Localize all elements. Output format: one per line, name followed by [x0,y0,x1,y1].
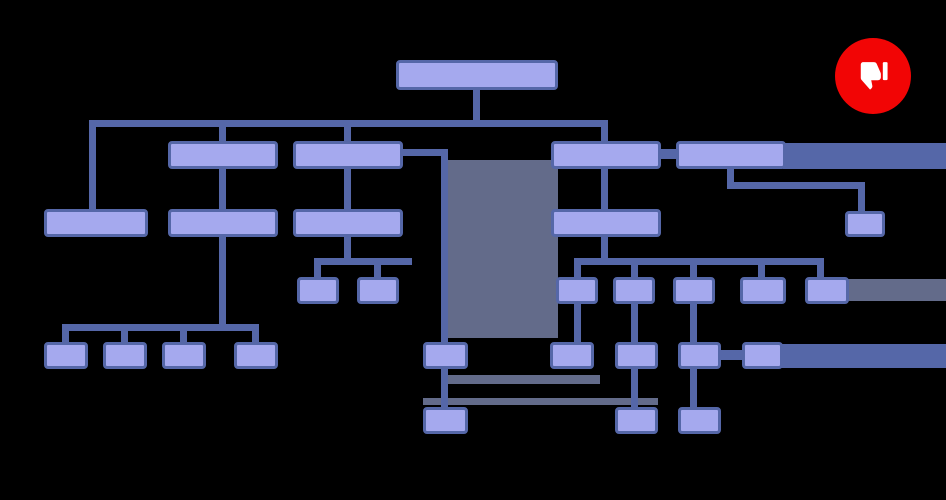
tree-node-n2c[interactable] [551,141,661,169]
tree-node-n4f[interactable] [740,277,786,304]
tree-node-n4b[interactable] [357,277,399,304]
connector-n3c-down [344,234,351,262]
connector-drop-n2b [344,120,351,144]
connector-n4e-down [690,301,697,345]
connector-root-stem [473,90,480,126]
connector-n4d-down [631,301,638,345]
tree-node-n2a[interactable] [168,141,278,169]
connector-n2b-down [344,166,351,212]
connector-n4c-down [574,301,581,345]
connector-drop-n4f [758,258,765,280]
tree-node-n3a[interactable] [44,209,148,237]
tree-node-n5e[interactable] [423,342,468,369]
tree-node-n4e[interactable] [673,277,715,304]
connector-n2b-right-drop [441,149,448,354]
tree-node-n5d[interactable] [234,342,278,369]
tree-node-n3d[interactable] [551,209,661,237]
overlay-bottom-bar [447,375,600,384]
connector-n3b-down [219,234,226,328]
tree-node-n4a[interactable] [297,277,339,304]
connector-n2d-bus [727,182,864,189]
tree-node-n4g[interactable] [805,277,849,304]
tree-node-root[interactable] [396,60,558,90]
tree-node-n5g[interactable] [615,342,658,369]
overlay-center [447,160,558,338]
connector-drop-n4b [374,258,381,280]
tree-node-n5c[interactable] [162,342,206,369]
connector-row5-left-bus [62,324,257,331]
connector-drop-n4d [631,258,638,280]
tree-node-n5h[interactable] [678,342,721,369]
overlay-row4-right [846,279,946,301]
tree-node-n5f[interactable] [550,342,594,369]
thumbs-down-icon [859,62,888,90]
connector-drop-n2c [601,120,608,144]
overlay-bottom-bar2 [423,398,658,405]
thumbs-down-badge[interactable] [835,38,911,114]
tree-node-n5b[interactable] [103,342,147,369]
connector-row4-mid-bus [314,258,412,265]
tree-node-n2b[interactable] [293,141,403,169]
tree-node-n6b[interactable] [615,407,658,434]
connector-drop-n4c [574,258,581,280]
tree-node-n6c[interactable] [678,407,721,434]
connector-n2c-n2d-link [658,149,679,159]
tree-node-n4c[interactable] [556,277,598,304]
band-row2-right [783,143,946,169]
connector-n5e-down [441,366,448,410]
tree-node-n2d[interactable] [676,141,786,169]
connector-drop-n4e [690,258,697,280]
connector-drop-n5a [62,324,69,346]
connector-drop-n5c [180,324,187,346]
tree-node-n6a[interactable] [423,407,468,434]
connector-n2a-down [219,166,226,212]
connector-n5e-stem [441,334,448,348]
connector-drop-n5b [121,324,128,346]
connector-n2c-down [601,166,608,212]
tree-node-n3c[interactable] [293,209,403,237]
connector-n3d-down [601,234,608,262]
connector-drop-n5d [252,324,259,346]
connector-row4-right-bus [574,258,824,265]
connector-n2b-right [400,149,448,156]
tree-node-n3b[interactable] [168,209,278,237]
connector-n5g-down [631,366,638,410]
tree-node-n5i[interactable] [742,342,783,369]
connector-n5h-down [690,366,697,410]
connector-drop-n4g [817,258,824,280]
band-row5-right [779,344,946,368]
tree-node-n4d[interactable] [613,277,655,304]
connector-n2d-drop [858,182,865,214]
tree-node-n5a[interactable] [44,342,88,369]
tree-node-n3e[interactable] [845,211,885,237]
connector-drop-n4a [314,258,321,280]
connector-drop-left1 [89,120,96,212]
connector-drop-n2a [219,120,226,144]
connector-n5h-n5i-link [717,350,745,360]
connector-n2d-down [727,166,734,188]
